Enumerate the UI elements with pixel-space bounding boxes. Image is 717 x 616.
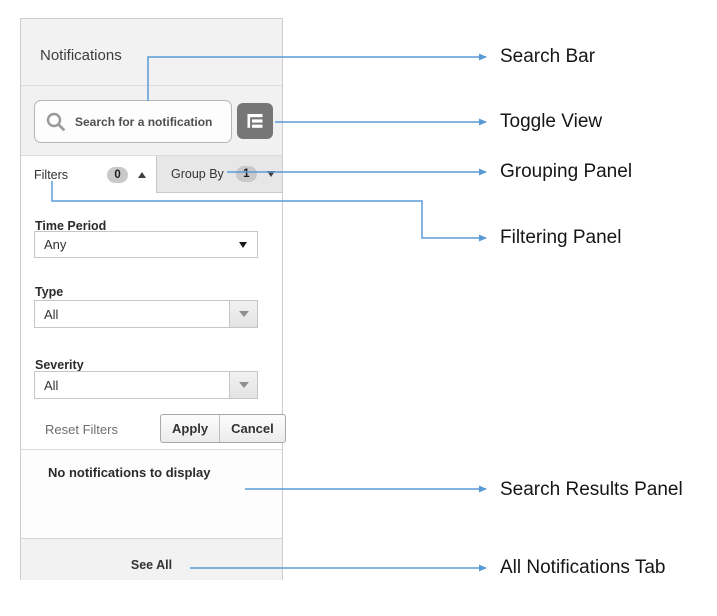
all-notifications-tab: See All	[21, 538, 282, 580]
toggle-view-button[interactable]	[237, 103, 273, 139]
tab-filters[interactable]: Filters 0	[21, 156, 156, 193]
search-results-panel: No notifications to display	[21, 449, 282, 538]
tab-group-by[interactable]: Group By 1	[156, 156, 282, 193]
chevron-down-icon	[238, 311, 249, 317]
page-title: Notifications	[40, 47, 122, 64]
search-input[interactable]	[67, 114, 231, 129]
empty-results-message: No notifications to display	[48, 465, 211, 480]
apply-button[interactable]: Apply	[161, 415, 221, 442]
callout-search-bar: Search Bar	[500, 46, 596, 67]
time-period-select[interactable]: Any	[34, 231, 258, 258]
filters-count-badge: 0	[107, 166, 129, 183]
callout-search-results-panel: Search Results Panel	[500, 479, 683, 500]
chevron-down-icon	[238, 382, 249, 388]
severity-dropdown-button[interactable]	[229, 372, 257, 398]
type-label: Type	[35, 285, 64, 299]
cancel-button[interactable]: Cancel	[220, 415, 285, 442]
see-all-link[interactable]: See All	[130, 558, 173, 572]
reset-filters-link[interactable]: Reset Filters	[45, 422, 118, 437]
time-period-value: Any	[44, 237, 67, 252]
callout-filtering-panel: Filtering Panel	[500, 227, 622, 248]
search-bar[interactable]	[34, 100, 232, 143]
filters-tab-label: Filters	[34, 167, 69, 182]
chevron-down-icon	[239, 241, 247, 248]
chevron-up-icon	[138, 171, 147, 178]
search-section	[21, 86, 282, 156]
severity-value: All	[44, 377, 59, 393]
list-view-icon	[247, 114, 263, 128]
chevron-down-icon	[266, 171, 275, 177]
type-dropdown-button[interactable]	[229, 301, 257, 327]
tab-bar: Filters 0 Group By 1	[21, 156, 282, 193]
callout-all-notifications-tab: All Notifications Tab	[500, 557, 666, 578]
group-by-tab-label: Group By	[171, 167, 224, 181]
panel-header: Notifications	[21, 19, 282, 86]
magnifier-icon	[46, 112, 65, 131]
type-select[interactable]: All	[34, 300, 258, 328]
severity-select[interactable]: All	[34, 371, 258, 399]
severity-label: Severity	[35, 358, 84, 372]
filter-actions: Apply Cancel	[160, 414, 286, 443]
group-by-count-badge: 1	[235, 166, 257, 182]
type-value: All	[44, 306, 59, 322]
callout-toggle-view: Toggle View	[500, 111, 603, 132]
callout-grouping-panel: Grouping Panel	[500, 161, 633, 182]
notifications-panel: Notifications	[20, 18, 286, 580]
